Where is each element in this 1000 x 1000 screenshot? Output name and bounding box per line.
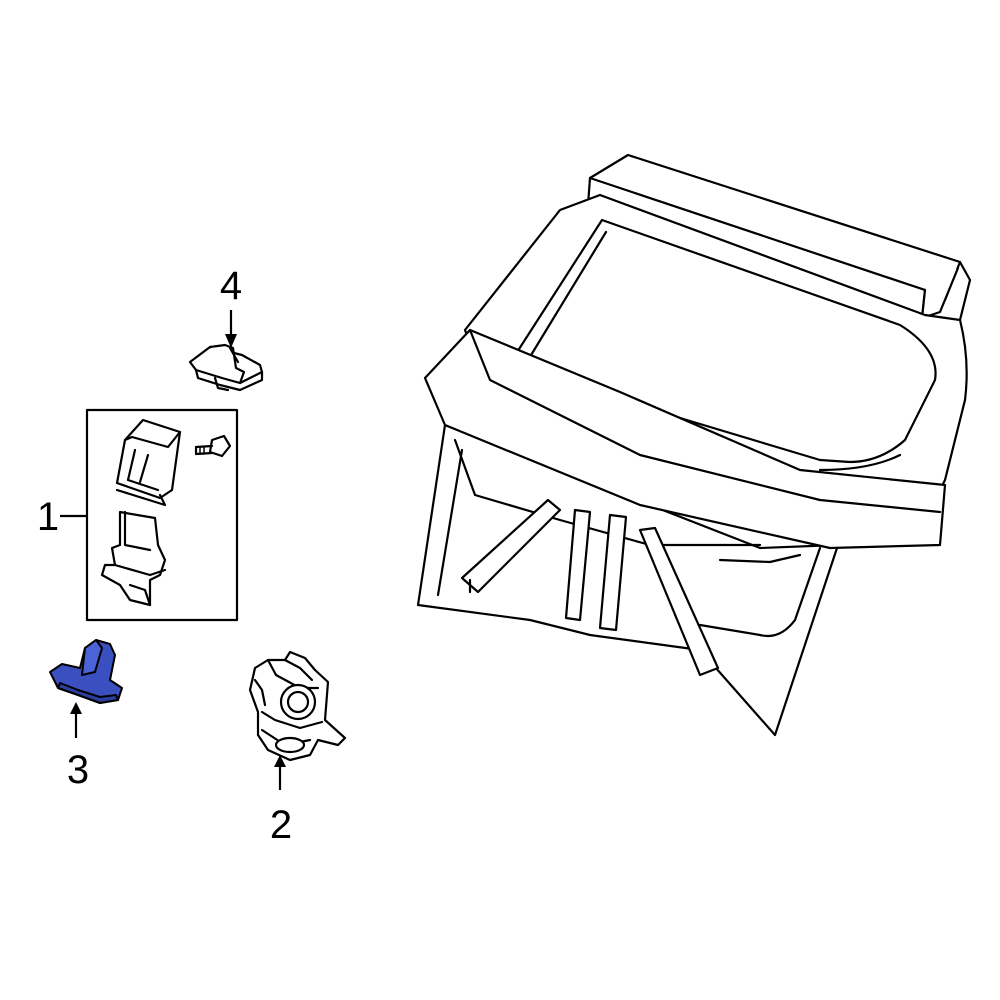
callout-3-label: 3 (67, 748, 89, 792)
callout-4: 4 (220, 264, 242, 348)
callout-2: 2 (270, 755, 292, 847)
callout-4-label: 4 (220, 264, 242, 308)
part-3-highlighted-component (49, 639, 123, 704)
callout-2-label: 2 (270, 803, 292, 847)
part-2-latch-actuator (248, 650, 347, 762)
part-2-gear-inner (286, 690, 310, 714)
callout-3: 3 (67, 702, 89, 792)
part-2-base-hole (274, 736, 306, 754)
callout-1-label: 1 (37, 495, 59, 539)
liftgate-assembly (416, 153, 972, 737)
part-1-kit (85, 408, 239, 622)
part-4-bracket (188, 343, 264, 392)
callout-1: 1 (37, 495, 87, 539)
